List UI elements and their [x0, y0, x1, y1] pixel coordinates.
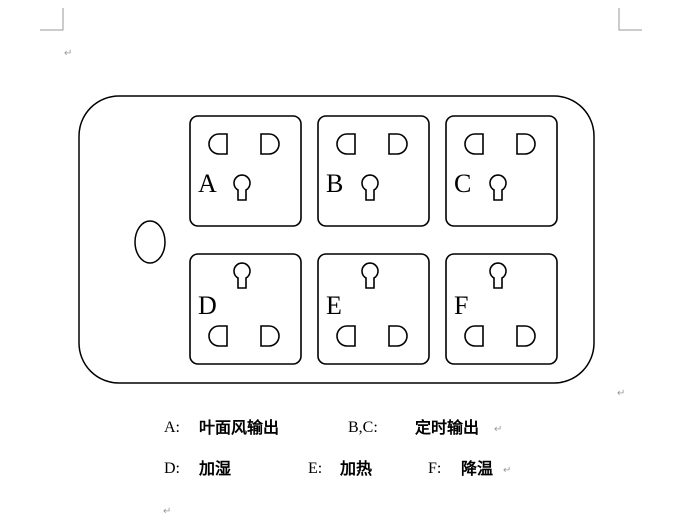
socket-ground-hole — [361, 262, 379, 289]
socket-prong-hole — [388, 133, 408, 155]
socket-prong-hole — [464, 133, 484, 155]
socket-label: A — [198, 169, 217, 198]
socket-ground-hole — [233, 174, 251, 201]
socket-outline — [189, 115, 302, 227]
socket-ground-hole — [489, 174, 507, 201]
paragraph-mark: ↵ — [503, 465, 512, 476]
socket-prong-hole — [260, 133, 280, 155]
socket-label: C — [454, 169, 471, 198]
legend-row-2: D: 加湿 E: 加热 F: 降温 — [164, 457, 524, 481]
paragraph-mark: ↵ — [163, 506, 172, 517]
paragraph-mark: ↵ — [617, 388, 626, 399]
socket-f: F — [445, 253, 558, 365]
socket-b: B — [317, 115, 430, 227]
socket-prong-hole — [336, 325, 356, 347]
socket-ground-hole — [361, 174, 379, 201]
socket-label: E — [326, 291, 342, 320]
socket-prong-hole — [336, 133, 356, 155]
socket-prong-hole — [260, 325, 280, 347]
socket-prong-hole — [464, 325, 484, 347]
socket-outline — [317, 115, 430, 227]
socket-prong-hole — [208, 325, 228, 347]
legend-desc-f: 降温 — [461, 459, 494, 478]
socket-outline — [445, 253, 558, 365]
socket-outline — [317, 253, 430, 365]
socket-label: F — [454, 291, 468, 320]
socket-c: C — [445, 115, 558, 227]
legend-desc-a: 叶面风输出 — [199, 418, 280, 437]
paragraph-mark: ↵ — [494, 424, 503, 435]
socket-prong-hole — [516, 133, 536, 155]
socket-prong-hole — [388, 325, 408, 347]
socket-group: A B C D E F — [189, 115, 558, 365]
socket-outline — [445, 115, 558, 227]
power-strip-body — [78, 95, 595, 384]
legend-desc-e: 加热 — [340, 459, 373, 478]
socket-d: D — [189, 253, 302, 365]
socket-a: A — [189, 115, 302, 227]
page-corner-marks — [40, 8, 642, 31]
socket-label: D — [198, 291, 217, 320]
legend-key-d: D: — [164, 460, 180, 477]
legend-key-bc: B,C: — [348, 419, 378, 436]
socket-label: B — [326, 169, 343, 198]
legend-desc-d: 加湿 — [199, 459, 232, 478]
switch-oval — [134, 220, 166, 264]
legend-key-e: E: — [308, 460, 323, 477]
socket-prong-hole — [516, 325, 536, 347]
socket-outline — [189, 253, 302, 365]
legend-row-1: A: 叶面风输出 B,C: 定时输出 — [164, 416, 524, 440]
paragraph-mark: ↵ — [64, 48, 73, 59]
legend-key-a: A: — [164, 419, 180, 436]
legend-key-f: F: — [428, 460, 442, 477]
socket-prong-hole — [208, 133, 228, 155]
socket-ground-hole — [489, 262, 507, 289]
legend-desc-bc: 定时输出 — [415, 418, 480, 437]
socket-ground-hole — [233, 262, 251, 289]
socket-e: E — [317, 253, 430, 365]
